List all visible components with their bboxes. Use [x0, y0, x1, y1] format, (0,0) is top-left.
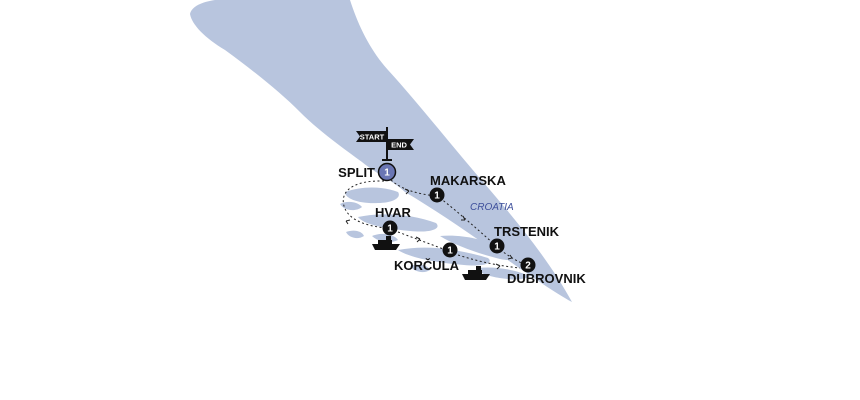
city-label: DUBROVNIK [507, 271, 586, 286]
route-arrow [495, 263, 501, 270]
route-arrow [507, 254, 513, 260]
lastovo-island [410, 264, 430, 273]
stop-korcula: 1 KORČULA [394, 242, 460, 273]
end-label: END [391, 141, 407, 150]
stop-hvar: 1 HVAR [375, 205, 411, 236]
stop-split: 1 SPLIT [338, 162, 397, 182]
route-arrow [461, 215, 466, 221]
vis-island [346, 230, 364, 239]
night-marker [520, 257, 536, 273]
ferry-hull [462, 274, 490, 280]
night-count: 1 [434, 191, 440, 202]
ferry-cabin [468, 270, 482, 274]
ferry-bridge [386, 236, 391, 240]
route-arrow [415, 236, 421, 243]
ferry-cabin [378, 240, 392, 244]
ferry-bridge [476, 266, 481, 270]
start-label: START [360, 133, 385, 142]
solta-island [340, 201, 362, 211]
city-label: SPLIT [338, 165, 375, 180]
route-hvar-korcula [397, 231, 447, 251]
night-marker [377, 162, 397, 182]
stop-makarska: 1 MAKARSKA [429, 173, 506, 203]
city-label: HVAR [375, 205, 411, 220]
route-arrow [345, 219, 351, 225]
city-label: TRSTENIK [494, 224, 560, 239]
mainland-land [190, 0, 572, 302]
city-label: KORČULA [394, 258, 460, 273]
night-marker [442, 242, 458, 258]
stop-dubrovnik: 2 DUBROVNIK [507, 257, 586, 286]
stop-trstenik: 1 TRSTENIK [489, 224, 560, 254]
night-marker [429, 187, 445, 203]
ferry-icon [462, 266, 490, 280]
route-arrow [404, 188, 410, 195]
night-count: 1 [494, 242, 500, 253]
end-sign [388, 139, 414, 150]
night-count: 1 [384, 168, 390, 179]
night-count: 1 [447, 246, 453, 257]
night-count: 2 [525, 261, 531, 272]
korcula-island [398, 247, 490, 266]
mljet-island [478, 267, 530, 280]
ferry-icon [372, 236, 400, 250]
start-end-signpost-icon: START END [356, 127, 414, 161]
ferry-hull [372, 244, 400, 250]
route-split-makarska [390, 179, 437, 197]
route-korcula-dubrovnik [457, 254, 521, 269]
night-marker [489, 238, 505, 254]
night-marker [382, 220, 398, 236]
start-sign [356, 131, 386, 142]
route-split-hvar [342, 180, 387, 229]
brac-island [345, 187, 399, 204]
country-label: CROATIA [470, 202, 514, 213]
city-label: MAKARSKA [430, 173, 506, 188]
night-count: 1 [387, 224, 393, 235]
peljesac-peninsula [440, 235, 516, 261]
hvar-island [358, 214, 438, 232]
route-makarska-trstenik [439, 197, 495, 245]
